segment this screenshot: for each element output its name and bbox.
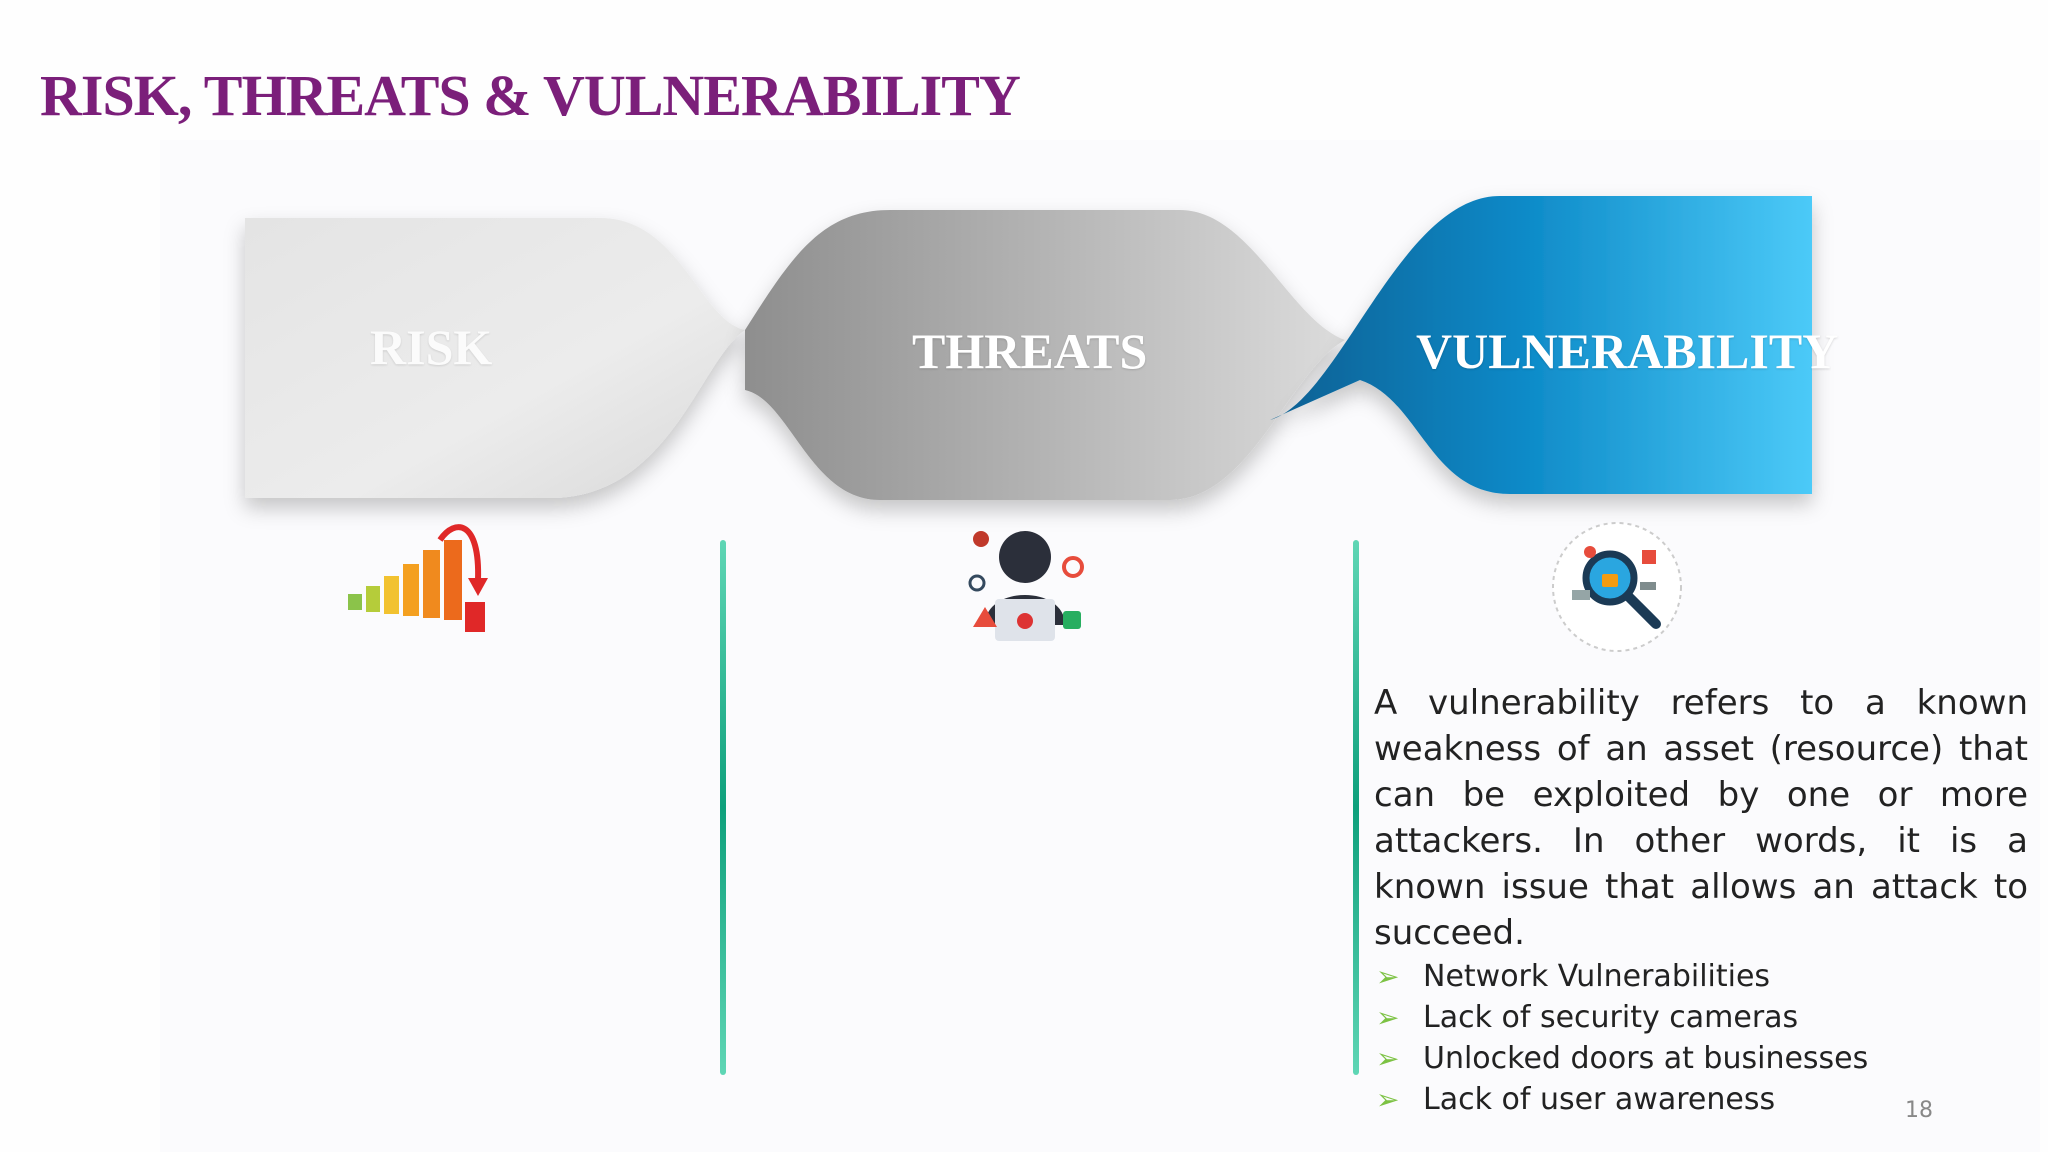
list-item: ➢Unlocked doors at businesses bbox=[1374, 1038, 2034, 1079]
threats-label: THREATS bbox=[912, 323, 1148, 379]
column-divider bbox=[1353, 540, 1359, 1075]
declining-bar-chart-icon bbox=[340, 520, 510, 650]
risk-label: RISK bbox=[370, 319, 493, 375]
arrow-bullet-icon: ➢ bbox=[1376, 960, 1400, 993]
arrow-bullet-icon: ➢ bbox=[1376, 1001, 1400, 1034]
vulnerability-label: VULNERABILITY bbox=[1416, 323, 1839, 379]
vulnerability-examples-list: ➢Network Vulnerabilities ➢Lack of securi… bbox=[1374, 956, 2034, 1120]
vulnerability-segment bbox=[1270, 196, 1812, 494]
list-item: ➢Lack of user awareness bbox=[1374, 1079, 2034, 1120]
risk-segment bbox=[245, 218, 745, 498]
list-item: ➢Network Vulnerabilities bbox=[1374, 956, 2034, 997]
list-item: ➢Lack of security cameras bbox=[1374, 997, 2034, 1038]
arrow-bullet-icon: ➢ bbox=[1376, 1042, 1400, 1075]
threats-segment bbox=[745, 210, 1345, 500]
hacker-icon bbox=[955, 515, 1095, 655]
ribbon-banner bbox=[245, 196, 1812, 500]
page-number: 18 bbox=[1905, 1098, 1933, 1123]
column-divider bbox=[720, 540, 726, 1075]
vulnerability-description: A vulnerability refers to a known weakne… bbox=[1374, 683, 2028, 953]
magnifier-security-icon bbox=[1550, 520, 1685, 655]
arrow-bullet-icon: ➢ bbox=[1376, 1083, 1400, 1116]
slide-title: RISK, THREATS & VULNERABILITY bbox=[40, 63, 1021, 128]
